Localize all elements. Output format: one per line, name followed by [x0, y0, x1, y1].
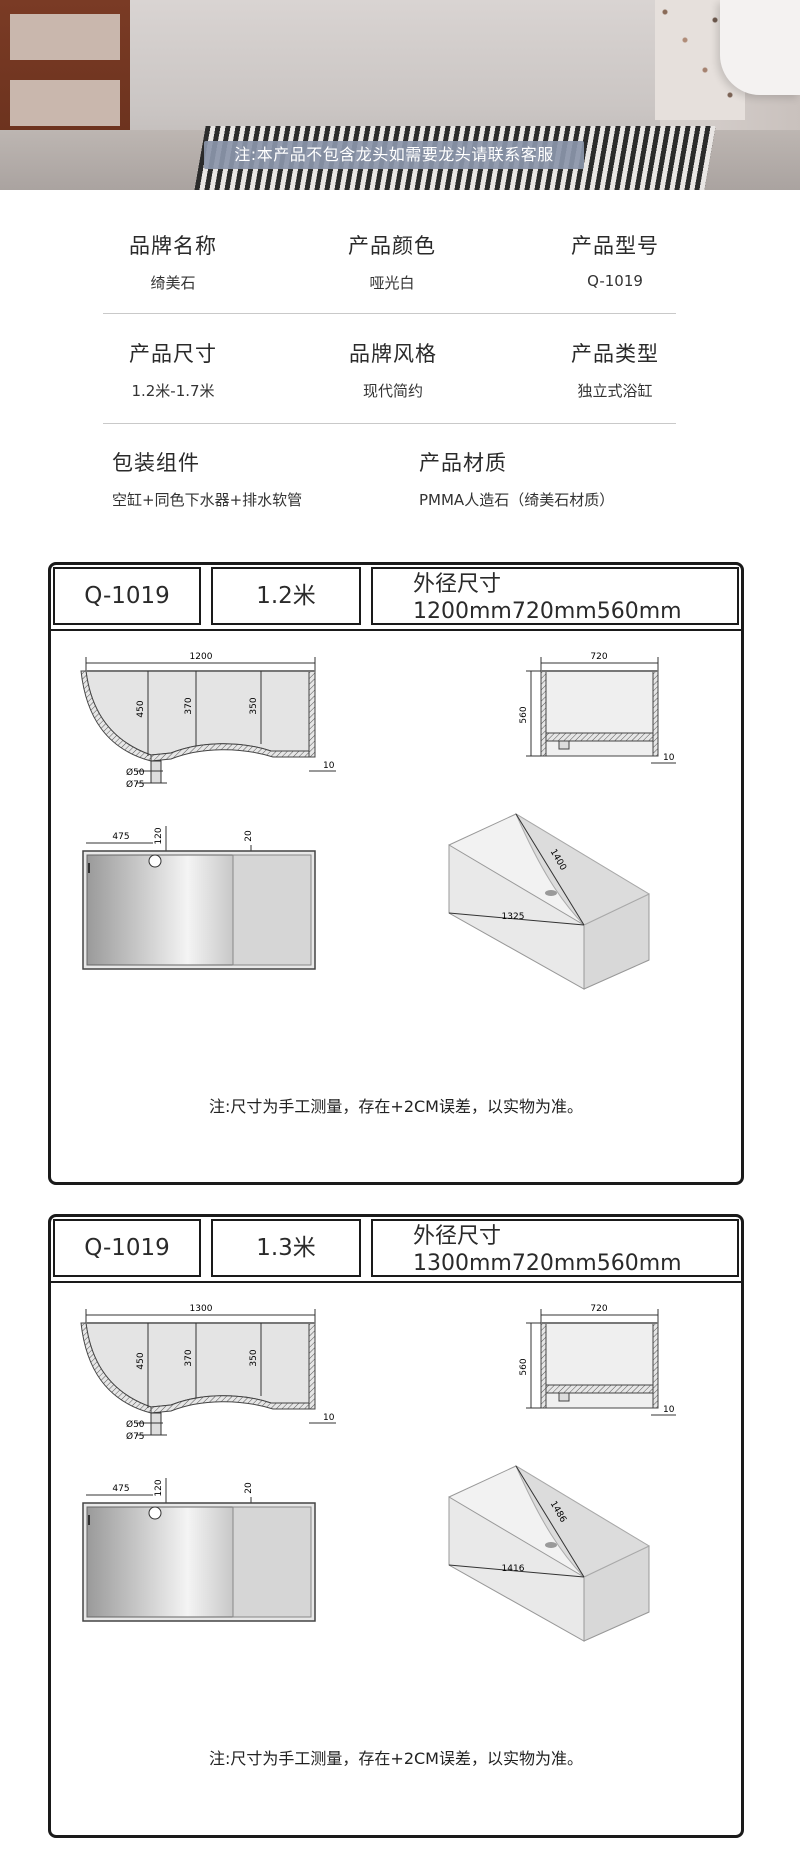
- top-view-drawing: 475 120 20: [82, 826, 316, 970]
- spec-brand: 品牌名称 绮美石: [129, 234, 217, 292]
- size-panel-1300: Q-1019 1.3米 外径尺寸 1300mm720mm560mm 1300: [48, 1214, 744, 1838]
- spec-style: 品牌风格 现代简约: [349, 342, 437, 400]
- spec-color: 产品颜色 哑光白: [348, 234, 436, 292]
- iso-view-drawing: 1400 1325: [448, 812, 651, 990]
- svg-text:Ø50: Ø50: [126, 767, 145, 778]
- svg-text:475: 475: [112, 832, 129, 842]
- svg-text:720: 720: [590, 652, 607, 662]
- side-view-drawing: 1200 450 370 350 Ø50 Ø75 10: [80, 652, 336, 790]
- spec-divider: [103, 313, 676, 314]
- top-view-drawing: 475 120 20: [82, 1478, 316, 1622]
- panel-model: Q-1019: [53, 567, 201, 625]
- svg-text:1325: 1325: [502, 912, 525, 922]
- svg-text:Ø75: Ø75: [126, 779, 145, 790]
- technical-drawings: 1200 450 370 350 Ø50 Ø75 10 720: [80, 652, 676, 990]
- svg-text:120: 120: [154, 827, 164, 844]
- spec-size: 产品尺寸 1.2米-1.7米: [129, 342, 217, 400]
- panel-dims: 外径尺寸 1300mm720mm560mm: [371, 1219, 739, 1277]
- hero-basin: [720, 0, 800, 95]
- svg-text:350: 350: [249, 697, 259, 714]
- panel-dims: 外径尺寸 1200mm720mm560mm: [371, 567, 739, 625]
- svg-text:450: 450: [136, 700, 146, 717]
- spec-divider: [103, 423, 676, 424]
- svg-text:475: 475: [112, 1484, 129, 1494]
- svg-text:720: 720: [590, 1304, 607, 1314]
- svg-text:10: 10: [323, 1413, 335, 1423]
- side-view-drawing: 1300 450 370 350 Ø50 Ø75 10: [80, 1304, 336, 1442]
- svg-text:Ø75: Ø75: [126, 1431, 145, 1442]
- svg-text:10: 10: [323, 761, 335, 771]
- faucet-notice: 注:本产品不包含龙头如需要龙头请联系客服: [204, 141, 584, 169]
- svg-text:370: 370: [184, 697, 194, 714]
- svg-text:20: 20: [244, 830, 254, 842]
- panel-header: Q-1019 1.3米 外径尺寸 1300mm720mm560mm: [51, 1217, 741, 1281]
- spec-model: 产品型号 Q-1019: [571, 234, 659, 290]
- panel-dims-title: 外径尺寸: [413, 1224, 502, 1249]
- panel-model: Q-1019: [53, 1219, 201, 1277]
- svg-text:Ø50: Ø50: [126, 1419, 145, 1430]
- panel-length: 1.2米: [211, 567, 361, 625]
- svg-text:350: 350: [249, 1349, 259, 1366]
- side-length-label: 1300: [190, 1304, 213, 1314]
- side-length-label: 1200: [190, 652, 213, 662]
- svg-text:10: 10: [663, 753, 675, 763]
- svg-text:10: 10: [663, 1405, 675, 1415]
- end-view-drawing: 720 560 10: [519, 1304, 676, 1416]
- svg-text:1416: 1416: [502, 1564, 525, 1574]
- hero-photo: 注:本产品不包含龙头如需要龙头请联系客服: [0, 0, 800, 190]
- measurement-note: 注:尺寸为手工测量，存在+2CM误差，以实物为准。: [209, 1097, 583, 1116]
- end-view-drawing: 720 560 10: [519, 652, 676, 764]
- panel-length: 1.3米: [211, 1219, 361, 1277]
- svg-text:560: 560: [519, 706, 529, 723]
- spec-type: 产品类型 独立式浴缸: [571, 342, 659, 400]
- technical-drawings: 1300 450 370 350 Ø50 Ø75 10 720: [80, 1304, 676, 1642]
- panel-header: Q-1019 1.2米 外径尺寸 1200mm720mm560mm: [51, 565, 741, 629]
- svg-text:370: 370: [184, 1349, 194, 1366]
- size-panel-1200: Q-1019 1.2米 外径尺寸 1200mm720mm560mm 1200: [48, 562, 744, 1185]
- panel-dims-value: 1300mm720mm560mm: [413, 1251, 682, 1276]
- svg-text:120: 120: [154, 1479, 164, 1496]
- panel-dims-value: 1200mm720mm560mm: [413, 599, 682, 624]
- spec-material: 产品材质 PMMA人造石（绮美石材质）: [419, 451, 615, 509]
- svg-text:560: 560: [519, 1358, 529, 1375]
- svg-text:450: 450: [136, 1352, 146, 1369]
- iso-view-drawing: 1486 1416: [448, 1464, 651, 1642]
- measurement-note: 注:尺寸为手工测量，存在+2CM误差，以实物为准。: [209, 1749, 583, 1768]
- spec-package: 包装组件 空缸+同色下水器+排水软管: [112, 451, 303, 509]
- panel-dims-title: 外径尺寸: [413, 572, 502, 597]
- svg-text:20: 20: [244, 1482, 254, 1494]
